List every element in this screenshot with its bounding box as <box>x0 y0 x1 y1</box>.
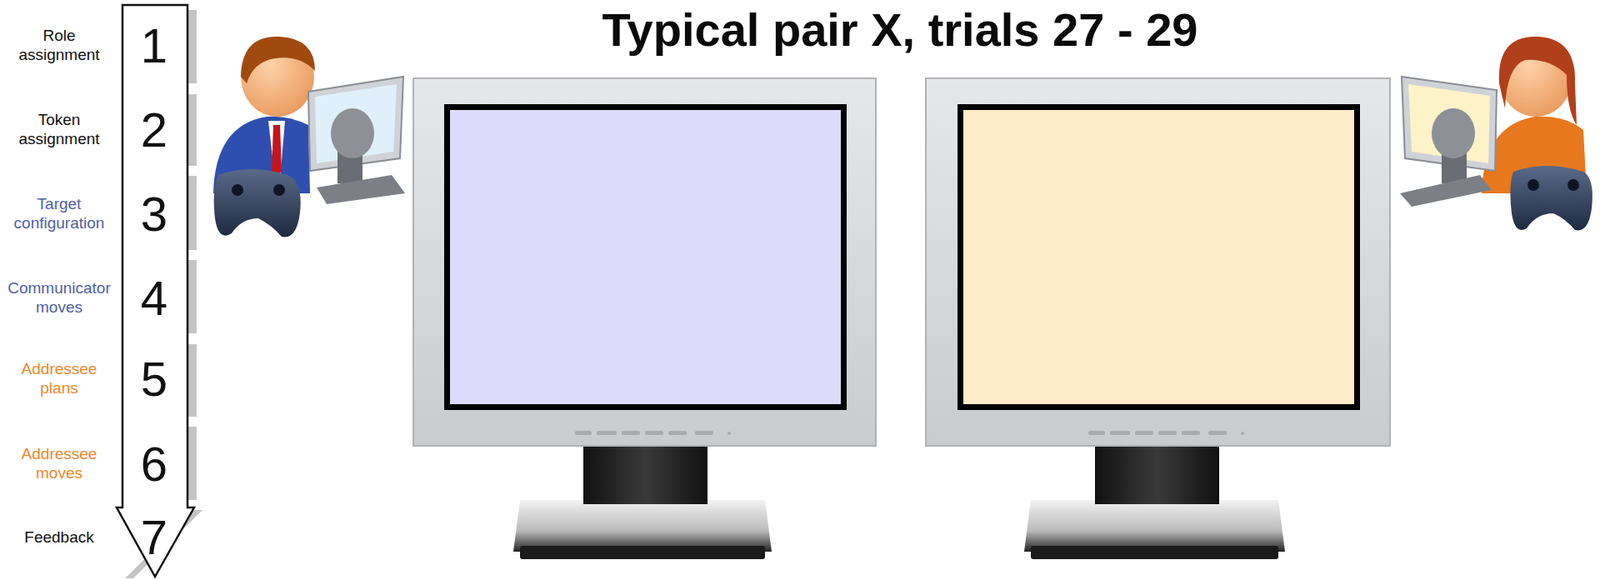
step-number: 4 <box>140 274 168 323</box>
title: Typical pair X, trials 27 - 29 <box>602 4 1199 56</box>
step-number: 7 <box>140 513 168 562</box>
step-number: 5 <box>140 355 168 404</box>
step-label: Feedback <box>24 528 94 548</box>
step-label: Target configuration <box>14 195 105 234</box>
step-number: 1 <box>140 21 168 70</box>
person-left <box>213 36 405 238</box>
timeline-arrow <box>116 5 195 577</box>
monitor-right <box>925 78 1390 560</box>
monitor-left <box>413 78 876 560</box>
step-label: Token assignment <box>18 110 100 150</box>
step-label: Addressee moves <box>21 445 98 484</box>
person-right <box>1400 36 1593 231</box>
step-label: Communicator moves <box>7 279 111 318</box>
step-number: 3 <box>140 190 168 239</box>
step-label: Role assignment <box>18 26 100 65</box>
step-number: 2 <box>140 105 168 155</box>
step-number: 6 <box>140 440 168 489</box>
step-label: Addressee plans <box>21 360 98 399</box>
